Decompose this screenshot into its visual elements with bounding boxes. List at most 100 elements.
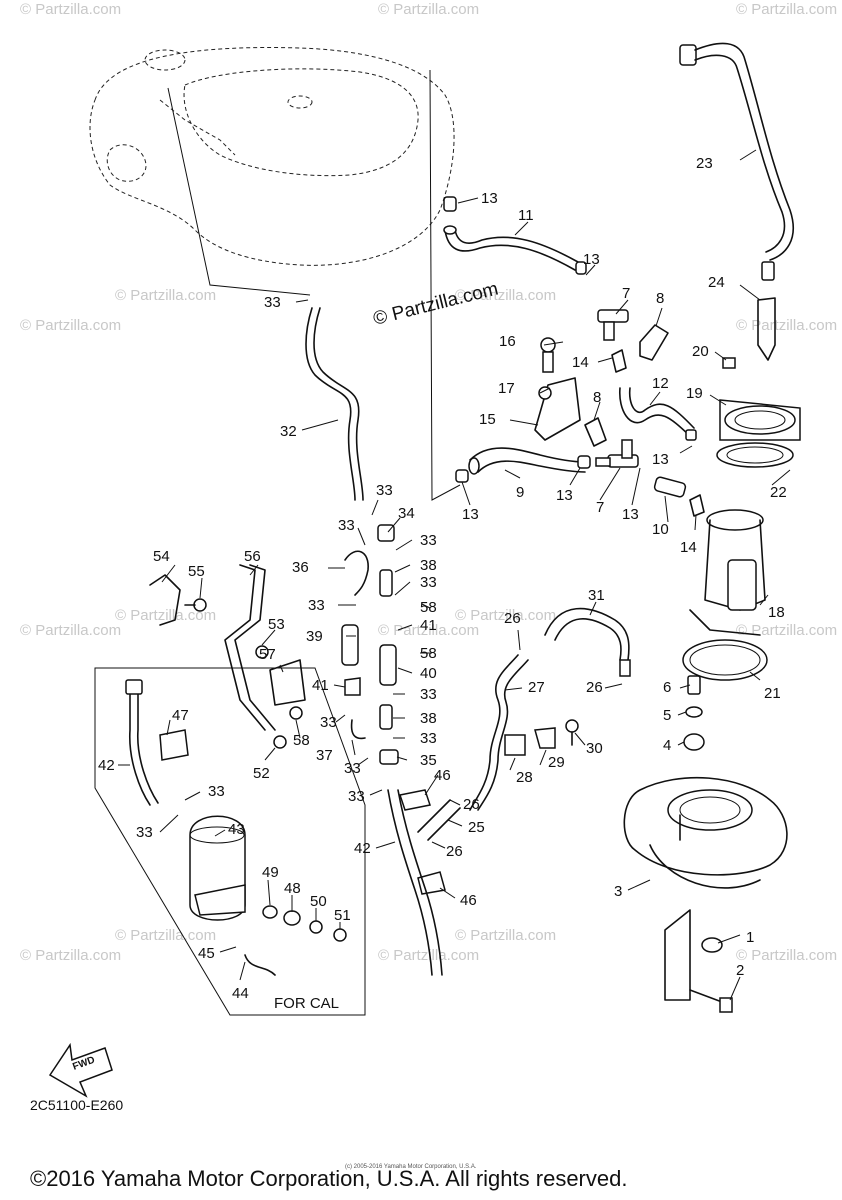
callout-46-b: 46 [460,892,477,909]
callout-46-a: 46 [434,767,451,784]
diagram-code: 2C51100-E260 [30,1097,123,1113]
callout-42-a: 42 [98,757,115,774]
callout-52: 52 [253,765,270,782]
bolt-20 [722,357,736,369]
callout-26-b: 26 [586,679,603,696]
callout-18: 18 [768,604,785,621]
callout-7-lower: 7 [596,499,604,516]
joint-7-upper [597,309,629,341]
for-cal-label: FOR CAL [274,995,339,1012]
callout-38-a: 38 [420,557,437,574]
callout-33-k: 33 [348,788,365,805]
callout-49: 49 [262,864,279,881]
bolts-4-5-6 [683,675,705,751]
callout-33-e: 33 [420,574,437,591]
callout-34: 34 [398,505,415,522]
callout-37: 37 [316,747,333,764]
leader-lines [118,149,791,1001]
hose-27 [469,654,529,811]
watermark: © Partzilla.com [20,947,121,964]
center-fittings [341,524,399,765]
hose-42 [387,789,443,976]
callout-41-a: 41 [420,617,437,634]
callout-42-b: 42 [354,840,371,857]
callout-33-d: 33 [420,532,437,549]
callout-8-lower: 8 [593,389,601,406]
callout-35: 35 [420,752,437,769]
callout-15: 15 [479,411,496,428]
callout-33-l: 33 [208,783,225,800]
clip-8-lower [584,417,607,447]
callout-57: 57 [259,646,276,663]
hose-10 [653,476,687,498]
watermark: © Partzilla.com [378,1,479,18]
callout-33-h: 33 [320,714,337,731]
callout-13-d: 13 [462,506,479,523]
callout-36: 36 [292,559,309,576]
watermark: © Partzilla.com [378,622,479,639]
clamps-28-29-30 [504,719,579,756]
watermark: © Partzilla.com [20,1,121,18]
callout-33-f: 33 [308,597,325,614]
left-brackets [149,564,306,749]
callout-13-f: 13 [622,506,639,523]
bracket-15 [534,337,581,441]
callout-26-c: 26 [463,796,480,813]
callout-53: 53 [268,616,285,633]
callout-33-j: 33 [344,760,361,777]
callout-8-upper: 8 [656,290,664,307]
callout-54: 54 [153,548,170,565]
watermark: © Partzilla.com [736,1,837,18]
callout-41-b: 41 [312,677,329,694]
callout-58-a: 58 [420,599,437,616]
watermark: © Partzilla.com [736,947,837,964]
callout-2: 2 [736,962,744,979]
callout-3: 3 [614,883,622,900]
callout-9: 9 [516,484,524,501]
callout-13-b: 13 [583,251,600,268]
callout-29: 29 [548,754,565,771]
tiny-copyright: (c) 2005-2016 Yamaha Motor Corporation, … [345,1164,477,1170]
bracket-3 [623,776,788,889]
cal-inset [94,667,366,1016]
fuel-tank [89,47,461,501]
vent-hose-32 [305,307,364,501]
clip-14 [611,349,705,517]
callout-21: 21 [764,685,781,702]
fuel-pump-18 [689,509,766,636]
callout-56: 56 [244,548,261,565]
callout-24: 24 [708,274,725,291]
callout-58-b: 58 [420,645,437,662]
ring-19-22 [716,399,801,468]
callout-14-lower: 14 [680,539,697,556]
callout-40: 40 [420,665,437,682]
callout-48: 48 [284,880,301,897]
callout-4: 4 [663,737,671,754]
callout-16: 16 [499,333,516,350]
callout-27: 27 [528,679,545,696]
partzilla-watermark: © Partzilla.com [371,279,500,330]
callout-39: 39 [306,628,323,645]
callout-12: 12 [652,375,669,392]
callout-43: 43 [228,821,245,838]
bracket-1-2 [664,909,733,1013]
gasket-21 [682,639,768,681]
callout-22: 22 [770,484,787,501]
callout-23: 23 [696,155,713,172]
watermark: © Partzilla.com [20,317,121,334]
callout-33-g: 33 [420,686,437,703]
fwd-arrow-icon: FWD [48,1042,113,1098]
callout-33-i: 33 [420,730,437,747]
callout-13-e: 13 [556,487,573,504]
callout-25: 25 [468,819,485,836]
callout-17: 17 [498,380,515,397]
watermark: © Partzilla.com [20,622,121,639]
copyright-notice: ©2016 Yamaha Motor Corporation, U.S.A. A… [30,1166,627,1191]
callout-33-c: 33 [338,517,355,534]
callout-labels: 1 2 3 4 5 6 7 7 8 8 9 10 11 12 13 13 13 … [98,155,787,1002]
callout-7-upper: 7 [622,285,630,302]
callout-44: 44 [232,985,249,1002]
watermark: © Partzilla.com [455,927,556,944]
callout-20: 20 [692,343,709,360]
